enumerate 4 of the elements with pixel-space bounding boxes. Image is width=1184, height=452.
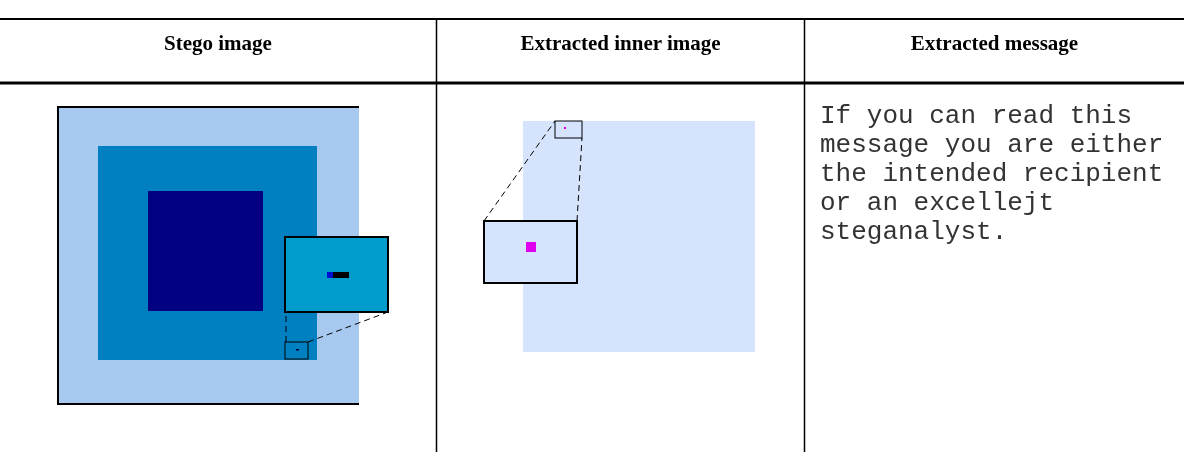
message-text: If you can read this message you are either the intended recipient or an excellejt steganalyst. <box>820 102 1165 247</box>
column-header: Extracted message <box>909 30 1080 57</box>
column-header: Stego image <box>163 30 273 57</box>
column-header: Extracted inner image <box>519 30 722 57</box>
